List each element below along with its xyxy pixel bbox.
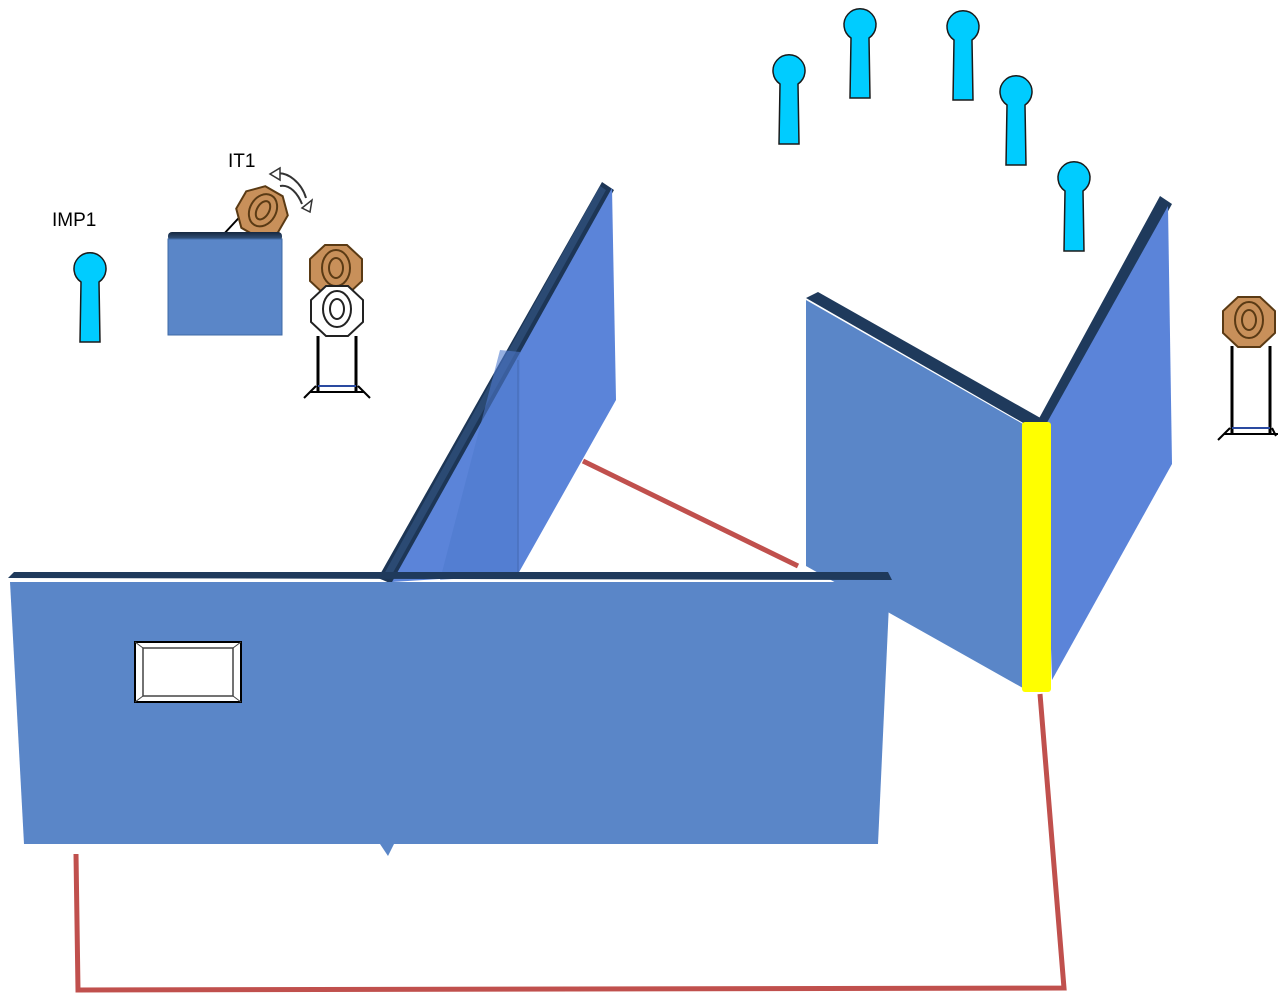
no-shoot-target-icon	[946, 10, 980, 101]
target-stand-group-right	[1217, 296, 1278, 441]
no-shoot-target-icon	[73, 252, 107, 343]
target-stand-group	[303, 244, 371, 399]
white-no-shoot-target-icon	[310, 285, 364, 337]
swinger-target	[221, 166, 314, 239]
shooting-area-marker	[1022, 422, 1051, 692]
target-stand-icon	[1217, 346, 1278, 441]
no-shoot-target-icon	[1057, 161, 1091, 252]
front-wall	[8, 572, 892, 856]
paper-target-icon	[1222, 296, 1276, 348]
no-shoot-target-icon	[772, 54, 806, 145]
center-diagonal-wall	[378, 182, 616, 584]
target-stand-icon	[303, 336, 371, 399]
wall-window-port	[134, 641, 242, 703]
swinger-arrows-icon	[268, 166, 314, 214]
fault-lines	[73, 458, 1067, 993]
label-it1: IT1	[228, 151, 255, 172]
label-imp1: IMP1	[52, 210, 96, 231]
small-barrier	[167, 232, 283, 336]
no-shoot-target-icon	[843, 8, 877, 99]
no-shoot-target-icon	[999, 75, 1033, 166]
